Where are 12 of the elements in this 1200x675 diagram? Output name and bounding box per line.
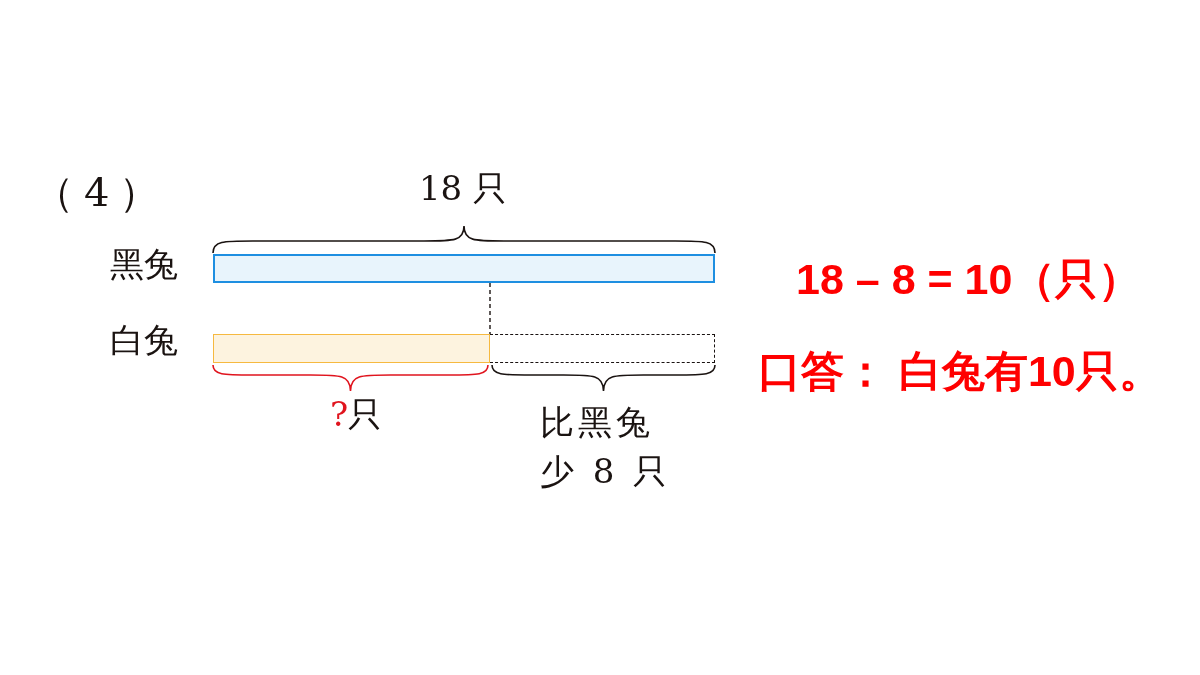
difference-label: 比黑兔少 8 只 <box>540 401 673 494</box>
dashed-guide-line <box>489 282 491 335</box>
row-label: 黑兔 <box>110 244 178 285</box>
answer-sentence: 口答： 白兔有10只。 <box>758 346 1162 397</box>
row-label: 白兔 <box>110 320 178 361</box>
dashed-bar-segment <box>490 334 715 363</box>
equation: 18 – 8 = 10（只） <box>796 254 1142 305</box>
problem-number: （4） <box>34 168 170 216</box>
model-bar <box>213 334 490 363</box>
total-label: 18 只 <box>418 168 508 209</box>
model-bar <box>213 254 715 283</box>
question-label: ?只 <box>329 394 383 435</box>
